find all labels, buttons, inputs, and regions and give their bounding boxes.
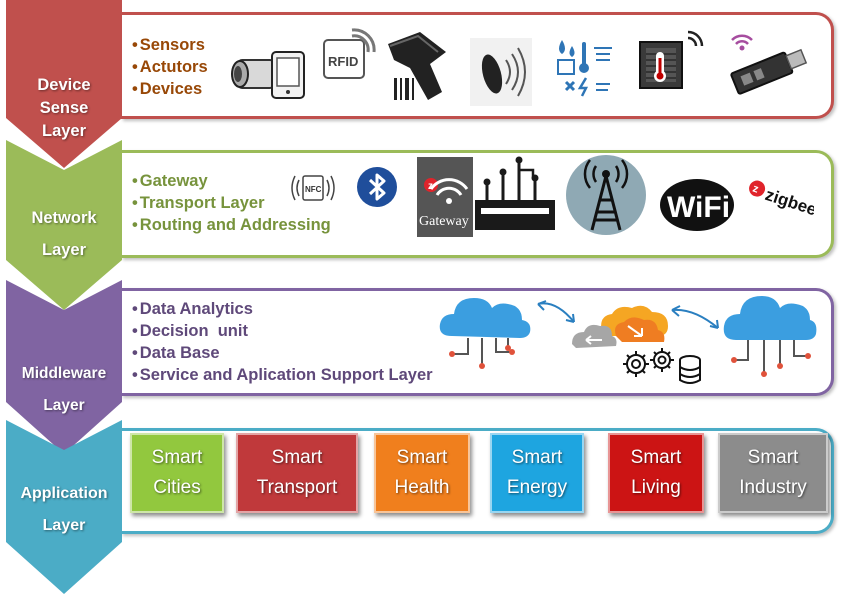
temperature-sensor-icon xyxy=(639,30,704,89)
bullet-database: Data Base xyxy=(132,342,433,364)
bullet-sensors: Sensors xyxy=(132,34,208,56)
gateway-icon: z Gateway xyxy=(417,157,473,237)
network-bullets: Gateway Transport Layer Routing and Addr… xyxy=(132,170,331,236)
device-sense-arrow xyxy=(6,0,122,168)
device-sense-title: Device Sense Layer xyxy=(37,76,91,140)
gears-database-icon xyxy=(623,348,701,384)
network-title: Network Layer xyxy=(31,209,97,259)
bullet-data-analytics: Data Analytics xyxy=(132,298,433,320)
bullet-actuators: Actutors xyxy=(132,56,208,78)
middleware-layer: Middleware Layer Data Analytics Decision… xyxy=(0,280,850,454)
cell-tower-icon xyxy=(566,155,646,235)
svg-text:zigbee: zigbee xyxy=(763,185,814,219)
cloud-exchange-icon xyxy=(572,305,668,348)
rfid-icon: RFID xyxy=(323,28,376,79)
bullet-decision-unit: Decision unit xyxy=(132,320,433,342)
camcorder-icon xyxy=(231,51,305,99)
svg-text:WiFi: WiFi xyxy=(667,191,730,224)
application-title: Application Layer xyxy=(20,485,108,534)
usb-wifi-dongle-icon xyxy=(730,34,808,95)
middleware-bullets: Data Analytics Decision unit Data Base S… xyxy=(132,298,433,386)
nfc-icon: NFC xyxy=(291,175,335,201)
sync-arrow-icon xyxy=(671,305,719,329)
middleware-title: Middleware Layer xyxy=(21,365,107,414)
network-layer: Network Layer Gateway Transport Layer Ro… xyxy=(0,140,850,310)
rfid-tag-icon xyxy=(470,38,532,106)
svg-text:Gateway: Gateway xyxy=(419,214,469,229)
svg-text:NFC: NFC xyxy=(305,185,322,194)
bullet-gateway: Gateway xyxy=(132,170,331,192)
svg-text:z: z xyxy=(428,181,433,192)
bullet-devices: Devices xyxy=(132,78,208,100)
svg-text:z: z xyxy=(751,183,760,196)
device-sense-bullets: Sensors Actutors Devices xyxy=(132,34,208,100)
network-hub-icon xyxy=(475,156,555,230)
middleware-arrow xyxy=(6,280,122,454)
bullet-routing-addressing: Routing and Addressing xyxy=(132,214,331,236)
bullet-service-support: Service and Aplication Support Layer xyxy=(132,364,433,386)
cloud-left-icon xyxy=(439,298,531,369)
svg-text:RFID: RFID xyxy=(328,54,358,69)
device-sense-layer: Device Sense Layer Sensors Actutors Devi… xyxy=(0,0,850,168)
wifi-icon: WiFi xyxy=(660,179,734,231)
cloud-right-icon xyxy=(723,296,817,377)
application-arrow xyxy=(6,420,122,594)
environment-sensors-icon xyxy=(557,40,612,97)
barcode-scanner-icon xyxy=(388,32,446,100)
bluetooth-icon xyxy=(357,167,397,207)
sync-arrow-icon xyxy=(537,300,575,323)
network-arrow xyxy=(6,140,122,310)
bullet-transport-layer: Transport Layer xyxy=(132,192,331,214)
zigbee-icon: z zigbee xyxy=(749,180,814,219)
